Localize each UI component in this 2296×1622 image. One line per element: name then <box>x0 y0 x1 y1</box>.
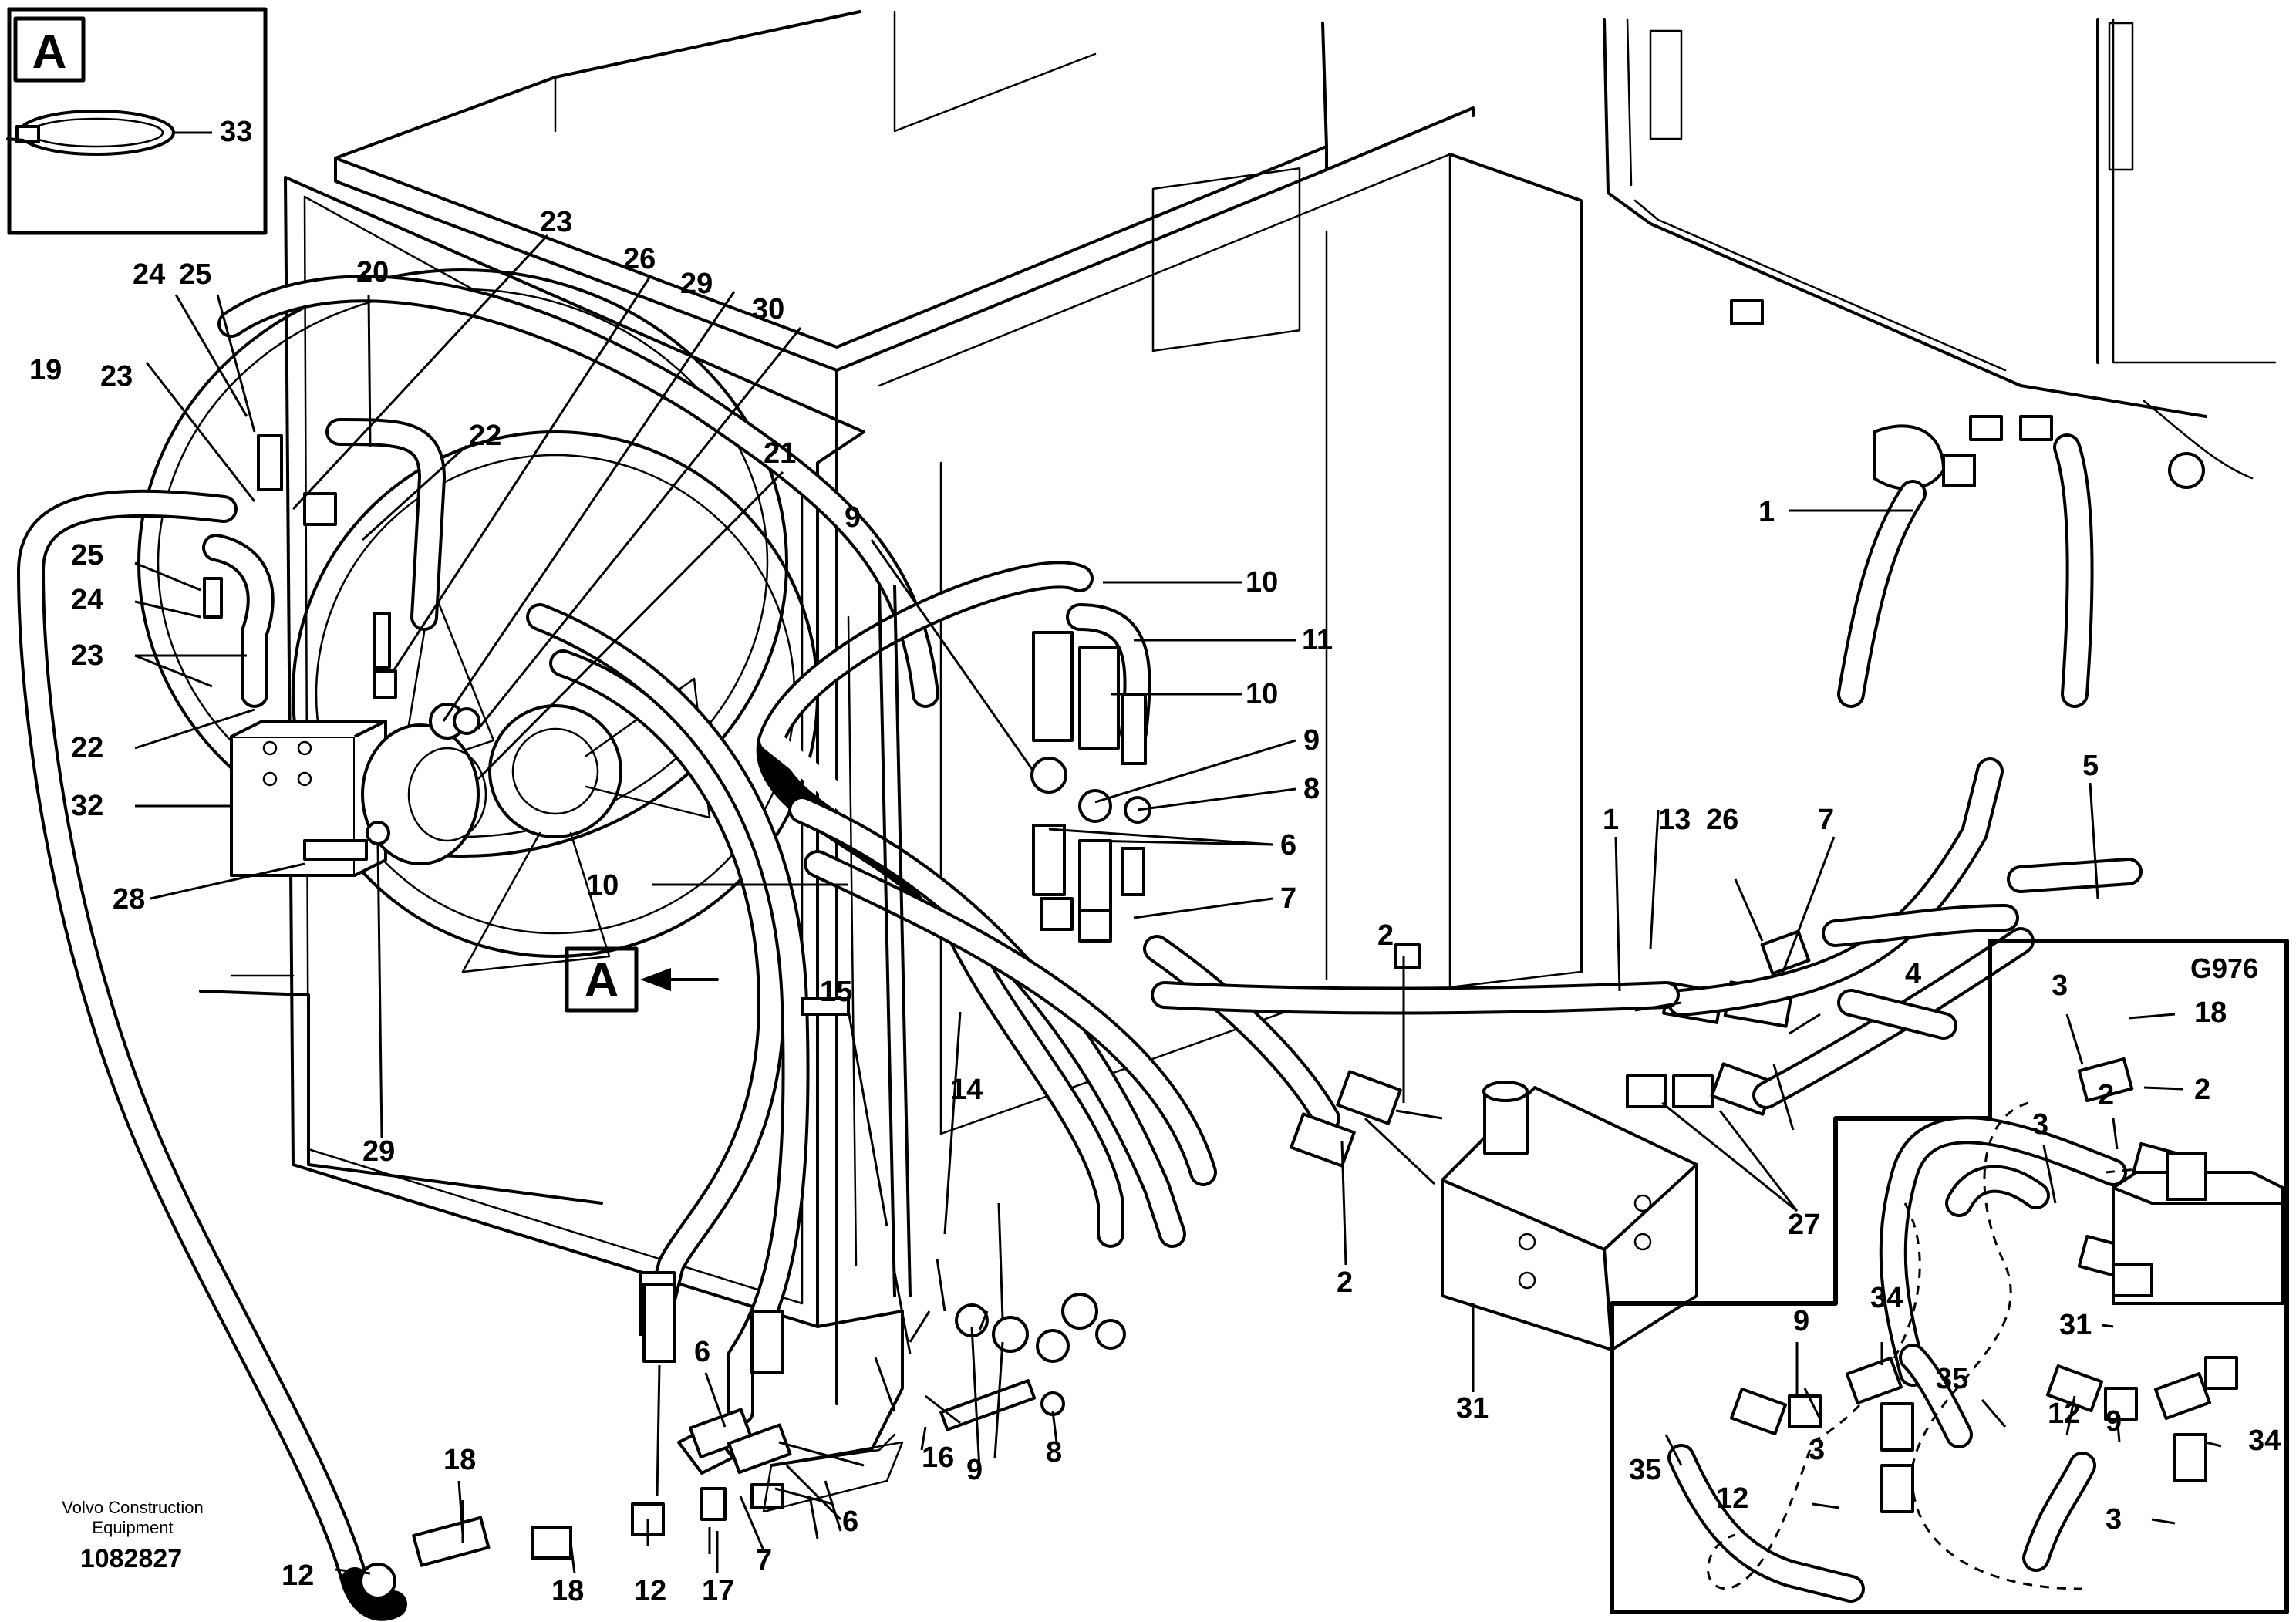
callout: 35 <box>1629 1454 1661 1486</box>
callout: 17 <box>702 1575 734 1607</box>
detail-view-a: A 33 <box>6 7 268 235</box>
top-right-callout: 1 <box>1758 496 1775 528</box>
callout: 10 <box>1246 678 1278 710</box>
callout-labels: 23 24 25 20 26 29 30 19 23 22 21 25 24 2… <box>29 206 2099 1607</box>
radiator-frame <box>199 10 1583 1467</box>
view-marker-a: A <box>565 946 719 1013</box>
view-marker-label: A <box>585 954 619 1007</box>
callout: 2 <box>1337 1266 1353 1299</box>
callout: 2 <box>2194 1074 2210 1106</box>
callout: 26 <box>623 243 656 275</box>
publisher-block: Volvo Construction Equipment 1082827 <box>62 1498 203 1573</box>
callout: 18 <box>443 1444 476 1476</box>
callout: 12 <box>634 1575 666 1607</box>
left-hoses <box>17 275 939 1595</box>
callout: 15 <box>820 976 852 1008</box>
callout: 21 <box>764 437 796 470</box>
inset-title: G976 <box>2190 953 2258 984</box>
callout: 12 <box>2048 1398 2080 1430</box>
callout: 10 <box>586 869 619 902</box>
callout: 6 <box>1280 829 1296 862</box>
callout: 18 <box>551 1575 584 1607</box>
valve-block <box>1441 1081 1698 1351</box>
callout: 34 <box>2248 1425 2281 1457</box>
top-right-view <box>1603 18 2277 708</box>
callout: 24 <box>71 584 103 616</box>
callout: 10 <box>1246 566 1278 599</box>
callout: 27 <box>1788 1209 1820 1241</box>
bottom-left-fittings <box>341 1283 904 1621</box>
callout: 31 <box>2059 1309 2092 1341</box>
callout: 7 <box>1280 882 1296 915</box>
callout: 5 <box>2082 750 2099 782</box>
callout: 2 <box>2098 1079 2114 1111</box>
publisher-line2: Equipment <box>92 1518 173 1537</box>
callout: 35 <box>1936 1363 1968 1395</box>
callout: 4 <box>1905 958 1921 990</box>
callout: 6 <box>842 1506 858 1538</box>
callout: 9 <box>2106 1405 2122 1438</box>
callout: 14 <box>950 1074 983 1106</box>
callout: 16 <box>922 1442 954 1474</box>
publisher-line1: Volvo Construction <box>62 1498 203 1517</box>
leader-lines <box>134 234 2222 1575</box>
callout: 32 <box>71 790 103 822</box>
callout: 20 <box>356 256 389 288</box>
callout: 30 <box>752 293 784 325</box>
callout: 29 <box>680 268 713 300</box>
callout: 8 <box>1303 773 1320 805</box>
callout: 23 <box>540 206 572 238</box>
callout: 18 <box>2194 996 2227 1029</box>
callout: 1 <box>1603 804 1619 836</box>
callout: 1 <box>1758 496 1775 528</box>
document-number: 1082827 <box>80 1544 182 1573</box>
callout: 28 <box>113 883 145 916</box>
callout: 23 <box>71 639 103 672</box>
callout: 13 <box>1658 804 1691 836</box>
callout: 6 <box>694 1336 710 1368</box>
callout: 9 <box>1303 724 1320 757</box>
inset-g976: G976 <box>1610 939 2289 1614</box>
callout: 25 <box>71 539 103 572</box>
callout: 7 <box>1818 804 1834 836</box>
callout: 26 <box>1706 804 1738 836</box>
callout: 24 <box>133 258 165 291</box>
right-fittings <box>1151 757 2143 1168</box>
callout: 3 <box>2052 969 2068 1002</box>
center-hoses <box>756 561 1340 1431</box>
inset-callouts: 3 18 2 3 2 31 35 12 9 34 3 34 9 12 35 3 <box>1629 969 2281 1536</box>
callout: 3 <box>2032 1108 2048 1141</box>
callout: 29 <box>362 1135 395 1168</box>
callout: 12 <box>1716 1482 1748 1515</box>
callout: 34 <box>1870 1282 1903 1314</box>
callout: 9 <box>845 501 861 534</box>
callout: 3 <box>1809 1434 1825 1466</box>
radiator-rods <box>847 585 912 1297</box>
callout: 25 <box>179 258 211 291</box>
callout: 3 <box>2106 1503 2122 1536</box>
callout: 22 <box>469 420 501 452</box>
callout: 11 <box>1302 624 1333 656</box>
cable-tie-icon <box>6 110 175 156</box>
callout: 8 <box>1046 1436 1062 1469</box>
callout: 9 <box>966 1454 983 1486</box>
callout: 19 <box>29 354 62 386</box>
callout: 2 <box>1377 919 1394 952</box>
callout: 23 <box>100 360 133 393</box>
fan-motor <box>230 703 487 877</box>
callout: 9 <box>1793 1305 1809 1337</box>
detail-view-label: A <box>32 25 67 79</box>
callout: 12 <box>282 1560 314 1592</box>
callout-33: 33 <box>220 116 252 148</box>
callout: 7 <box>756 1544 772 1576</box>
callout: 22 <box>71 732 103 764</box>
callout: 31 <box>1456 1392 1489 1425</box>
